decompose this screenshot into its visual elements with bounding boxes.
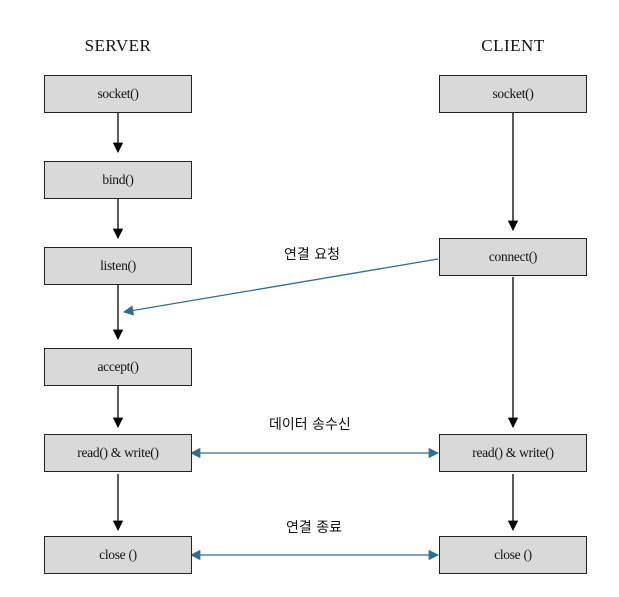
server-socket-box: socket()	[44, 75, 192, 113]
server-title: SERVER	[84, 36, 152, 55]
server-listen-box: listen()	[44, 247, 192, 285]
client-read-write-box: read() & write()	[439, 434, 587, 472]
connect-request-arrow	[122, 258, 439, 316]
server-accept-box: accept()	[44, 348, 192, 386]
connect-request-label: 연결 요청	[284, 247, 340, 263]
data-exchange-label: 데이터 송수신	[269, 417, 351, 433]
close-connection-label: 연결 종료	[286, 520, 342, 536]
server-bind-box: bind()	[44, 161, 192, 199]
client-connect-box: connect()	[439, 238, 587, 276]
client-socket-box: socket()	[439, 75, 587, 113]
client-close-box: close ()	[439, 536, 587, 574]
client-title: CLIENT	[481, 36, 545, 55]
server-close-box: close ()	[44, 536, 192, 574]
server-read-write-box: read() & write()	[44, 434, 192, 472]
